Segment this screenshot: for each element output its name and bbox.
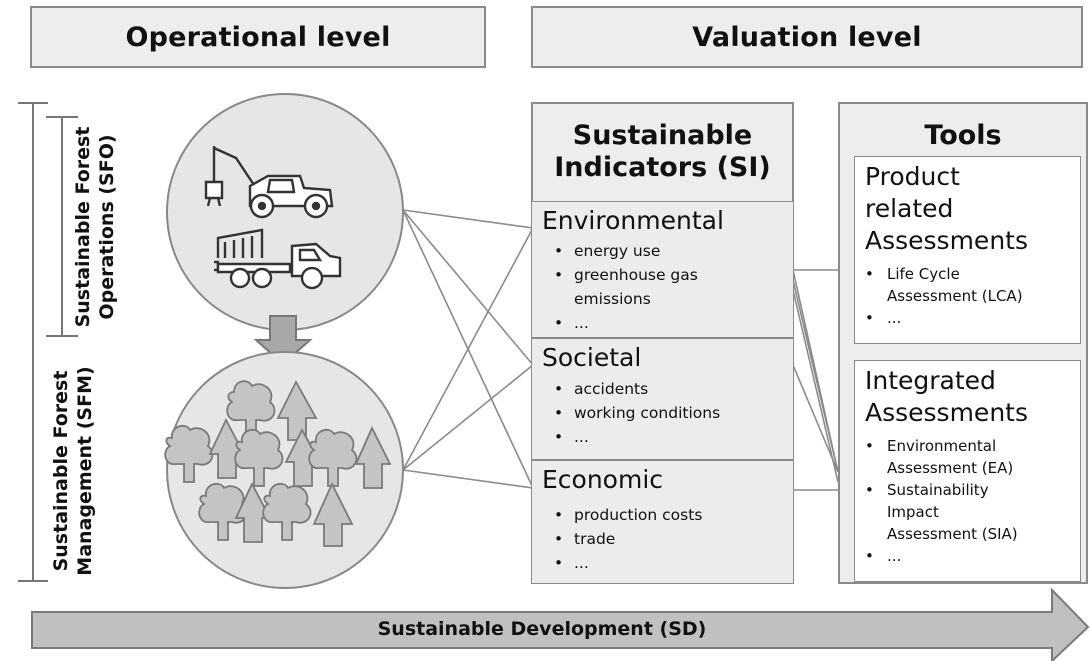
societal-section: Societal accidents working conditions ..…: [531, 338, 794, 460]
sd-arrow-label: Sustainable Development (SD): [377, 618, 707, 640]
sd-arrow-icon: [31, 587, 1090, 661]
integrated-title-line2: Assessments: [865, 398, 1028, 427]
list-item: ...: [865, 545, 1074, 567]
sfo-label: Sustainable Forest Operations (SFO): [71, 107, 121, 347]
list-item: trade: [554, 527, 702, 551]
sfm-bracket: [18, 102, 48, 582]
product-assessments-box: Product related Assessments Life CycleAs…: [854, 156, 1081, 344]
list-item: ...: [554, 551, 702, 575]
product-title-line1: Product: [865, 162, 960, 191]
list-item: ...: [865, 307, 1074, 329]
list-item: production costs: [554, 503, 702, 527]
list-item: ...: [554, 425, 720, 449]
environmental-list: energy use greenhouse gasemissions ...: [554, 239, 698, 335]
environmental-section: Environmental energy use greenhouse gase…: [531, 201, 794, 338]
sfm-label-line1: Sustainable Forest: [50, 370, 72, 572]
operational-level-label: Operational level: [125, 21, 391, 53]
list-item: ...: [554, 311, 698, 335]
forwarder-icon: [214, 228, 342, 290]
sfo-label-line2: Operations (SFO): [96, 134, 118, 320]
sfo-bracket: [46, 116, 78, 337]
environmental-title: Environmental: [542, 206, 724, 235]
integrated-title-line1: Integrated: [865, 366, 996, 395]
economic-title: Economic: [542, 465, 664, 494]
integrated-assessments-title: Integrated Assessments: [865, 365, 1028, 429]
integrated-assessments-box: Integrated Assessments EnvironmentalAsse…: [854, 360, 1081, 582]
list-item: working conditions: [554, 401, 720, 425]
product-title-line3: Assessments: [865, 226, 1028, 255]
economic-section: Economic production costs trade ...: [531, 460, 794, 584]
indicators-title-line1: Sustainable: [572, 120, 753, 151]
valuation-level-label: Valuation level: [692, 21, 922, 53]
sfm-label: Sustainable Forest Management (SFM): [49, 351, 99, 591]
indicator-to-tool-lines: [792, 269, 839, 491]
operational-level-header: Operational level: [30, 6, 486, 68]
tools-panel: Tools Product related Assessments Life C…: [838, 102, 1088, 584]
societal-title: Societal: [542, 343, 642, 372]
list-item: energy use: [554, 239, 698, 263]
sfo-circle: [166, 93, 404, 331]
product-title-line2: related: [865, 194, 954, 223]
indicators-title: Sustainable Indicators (SI): [533, 120, 792, 184]
societal-list: accidents working conditions ...: [554, 377, 720, 449]
tools-title: Tools: [924, 120, 1002, 151]
circle-to-indicator-lines: [402, 209, 534, 489]
valuation-level-header: Valuation level: [531, 6, 1083, 68]
sfm-label-line2: Management (SFM): [74, 366, 96, 576]
indicators-title-line2: Indicators (SI): [554, 152, 771, 183]
forest-icon: [164, 380, 392, 547]
economic-list: production costs trade ...: [554, 503, 702, 575]
harvester-icon: [204, 146, 334, 219]
indicators-panel: Sustainable Indicators (SI) Environmenta…: [531, 102, 794, 584]
product-assessments-title: Product related Assessments: [865, 161, 1028, 257]
list-item: accidents: [554, 377, 720, 401]
sfo-label-line1: Sustainable Forest: [72, 126, 94, 328]
